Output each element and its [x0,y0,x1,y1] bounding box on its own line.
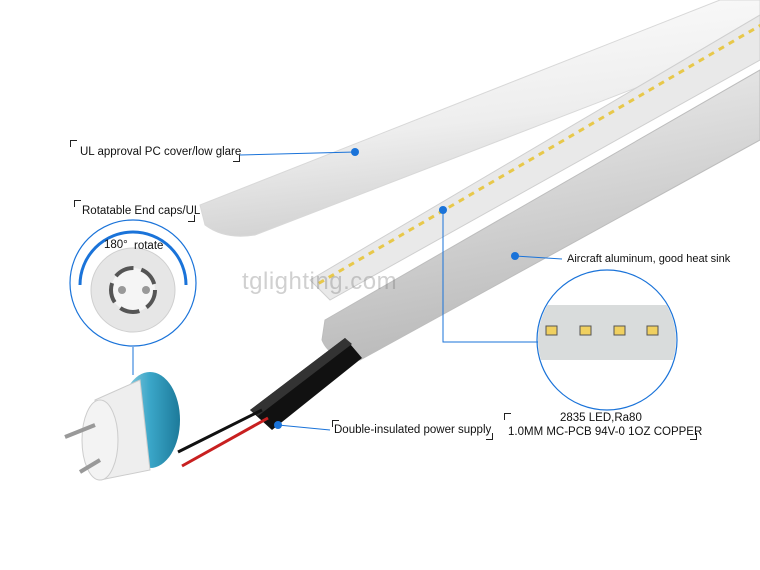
led-chip [718,45,725,51]
led-chip [608,109,615,116]
rotate-label: rotate [134,240,164,252]
led-chip [578,127,585,133]
led-chip [518,162,525,168]
led-chip [747,27,755,34]
bracket [70,140,77,147]
led-chip [618,103,625,110]
led-chip [648,86,655,92]
label-endcaps: Rotatable End caps/UL [82,205,201,217]
red-wire [181,416,269,468]
bracket [486,433,493,440]
bracket [188,215,195,222]
led-chip [568,132,575,139]
watermark: tglighting.com [242,268,398,295]
pc-cover [199,0,760,237]
led-chip [708,51,715,57]
led-chip [418,220,425,227]
led-chip [488,179,495,186]
rotate-degree: 180° [104,239,128,251]
rotate-arrow-icon [78,230,188,286]
led-chip [478,185,485,192]
led-chip [738,33,745,40]
led-chip [338,267,345,273]
led-chip [428,214,435,221]
end-cap-face [81,399,119,481]
led-chip [628,97,635,104]
led-board [309,14,760,301]
end-cap-pin [64,423,96,439]
led-chip [357,255,365,262]
bracket [332,420,339,427]
bracket [233,155,240,162]
led-chip [317,279,325,285]
led-2835-chips [545,325,659,336]
led-chip [538,150,545,157]
bracket [504,413,511,420]
label-led-line2: 1.0MM MC-PCB 94V-0 1OZ COPPER [508,426,703,438]
led-chip [658,80,665,87]
led-chip [458,197,465,203]
bracket [690,433,697,440]
led-chip [448,203,455,209]
led-chip [598,115,605,122]
led-chip [528,156,535,162]
end-cap-inset [69,219,197,375]
led-chip [497,173,505,180]
callout-dots [274,148,519,429]
led-inset [536,269,678,411]
power-supply-highlight [250,338,352,416]
end-cap-pin [78,458,102,474]
led-chip [468,191,475,197]
led-chip [688,62,695,69]
label-aluminum: Aircraft aluminum, good heat sink [567,253,731,265]
led-chip [388,238,395,244]
led-chip [398,232,405,238]
led-chip [368,249,375,256]
led-chip [347,261,355,268]
label-cover: UL approval PC cover/low glare [80,146,242,158]
led-chip [678,68,685,75]
power-supply [250,338,362,430]
led-chip [638,92,645,98]
led-chip [408,226,415,233]
label-power: Double-insulated power supply [334,424,492,436]
led-chip [558,138,565,145]
led-chip [588,121,595,127]
black-wire [177,408,263,454]
led-chip [668,74,675,81]
led-chip [548,144,555,151]
led-chip [728,39,735,46]
led-chip [507,168,515,174]
led-chips [317,22,760,285]
led-chip [698,57,705,63]
label-led-line1: 2835 LED,Ra80 [560,412,642,424]
led-chip [378,243,385,250]
bracket [74,200,81,207]
callout-lines [239,151,563,431]
led-chip [327,273,335,279]
